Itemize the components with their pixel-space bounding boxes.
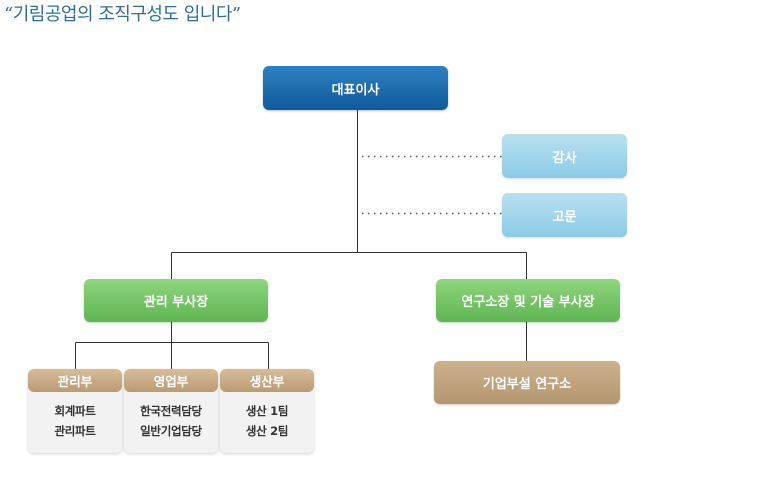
- ceo-label: 대표이사: [331, 82, 380, 98]
- department-item: 일반기업담당: [140, 424, 202, 438]
- audit-label: 감사: [552, 150, 577, 166]
- department-item: 회계파트: [54, 404, 96, 418]
- department-name: 생산부: [220, 369, 314, 392]
- department-card-sales: 영업부 한국전력담당 일반기업담당: [124, 369, 218, 453]
- page-title: “기림공업의 조직구성도 입니다”: [4, 4, 241, 25]
- admin-vp-box: 관리 부사장: [84, 279, 268, 322]
- department-item: 관리파트: [54, 424, 96, 438]
- research-vp-label: 연구소장 및 기술 부사장: [461, 295, 595, 310]
- department-card-production: 생산부 생산 1팀 생산 2팀: [220, 369, 314, 453]
- department-item: 생산 2팀: [245, 424, 289, 438]
- department-name: 관리부: [28, 369, 122, 392]
- advisor-label: 고문: [552, 209, 577, 225]
- department-item: 한국전력담당: [140, 404, 202, 418]
- department-card-admin: 관리부 회계파트 관리파트: [28, 369, 122, 453]
- department-name: 영업부: [124, 369, 218, 392]
- ceo-box: 대표이사: [263, 66, 448, 110]
- department-item: 생산 1팀: [245, 404, 289, 418]
- admin-vp-label: 관리 부사장: [143, 295, 209, 310]
- research-vp-box: 연구소장 및 기술 부사장: [436, 279, 620, 322]
- research-lab-label: 기업부설 연구소: [482, 377, 572, 392]
- research-lab-box: 기업부설 연구소: [434, 361, 620, 404]
- audit-box: 감사: [502, 134, 627, 178]
- advisor-box: 고문: [502, 193, 627, 237]
